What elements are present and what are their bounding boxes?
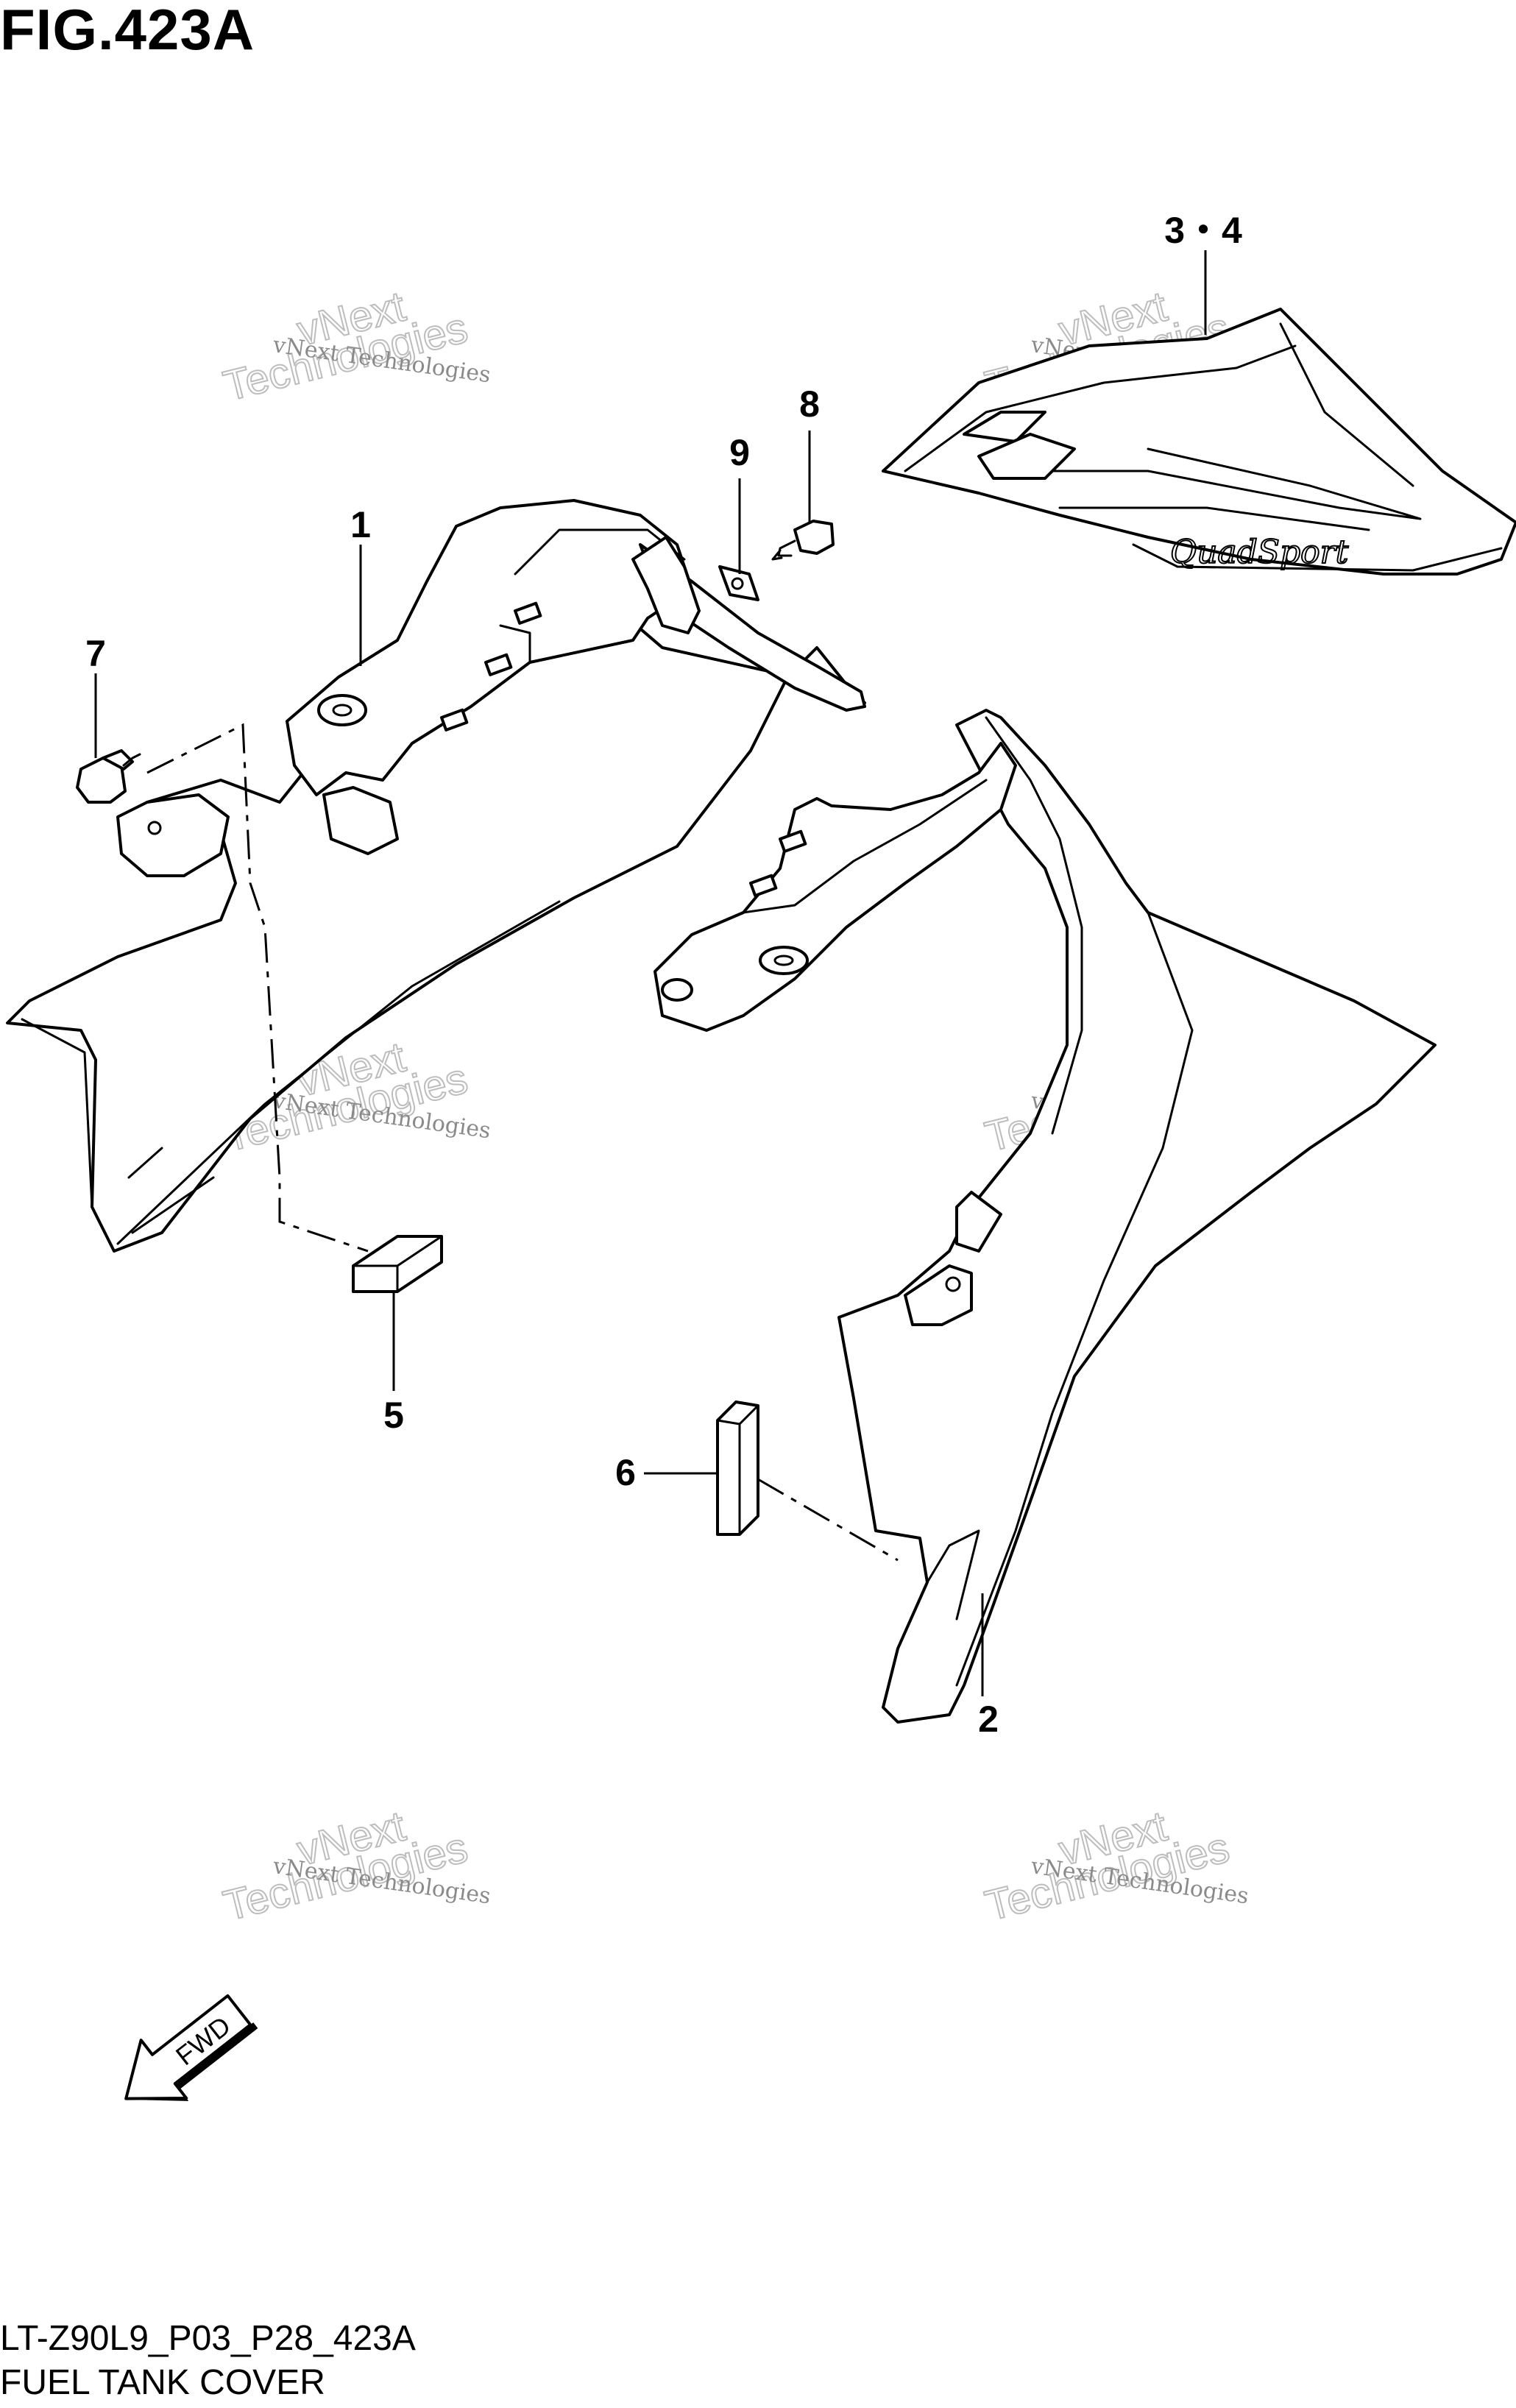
watermark-top-left: Technologies vNext vNext Technologies [218, 282, 492, 411]
callout-2: 2 [978, 1699, 999, 1740]
part-2-right-cover [653, 709, 1437, 1724]
part-1-left-cover [6, 499, 866, 1253]
part-3-4-decal: QuadSport [882, 308, 1516, 576]
leader-lines [94, 250, 1207, 1696]
alignment-lines [146, 723, 899, 1562]
callout-9: 9 [729, 432, 750, 473]
figure-title: FIG.423A [0, 0, 255, 62]
callout-8: 8 [799, 383, 820, 425]
part-8-screw [771, 520, 835, 561]
watermark-low-left: Technologies vNext vNext Technologies [218, 1802, 492, 1931]
callout-5: 5 [383, 1395, 404, 1436]
part-5-cushion [352, 1235, 443, 1293]
part-7-clip [76, 749, 141, 804]
model-code: LT-Z90L9_P03_P28_423A [0, 2319, 416, 2358]
watermark-low-right: Technologies vNext vNext Technologies [980, 1802, 1250, 1931]
callout-3-4: 3・4 [1164, 210, 1242, 251]
fwd-arrow-icon: FWD [124, 1994, 258, 2101]
part-6-cushion [716, 1400, 759, 1536]
callout-1: 1 [350, 504, 371, 545]
figure-caption: FUEL TANK COVER [0, 2363, 325, 2402]
decal-brand-script: QuadSport [1170, 534, 1349, 571]
callout-7: 7 [85, 633, 106, 674]
callout-6: 6 [615, 1452, 636, 1493]
